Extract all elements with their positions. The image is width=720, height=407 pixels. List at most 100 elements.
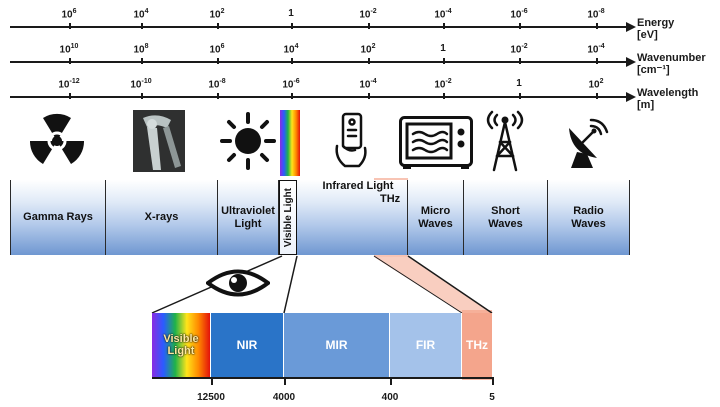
band-label: Ultraviolet xyxy=(221,204,275,217)
wavenumber-tick-mark xyxy=(443,58,445,64)
wavelength-axis-title: Wavelength [m] xyxy=(637,87,698,111)
wavelength-tick-mark xyxy=(596,93,598,99)
breakdown-axis-line xyxy=(152,377,492,379)
band-label: Waves xyxy=(418,217,453,230)
band-label: Infrared Light xyxy=(322,180,394,192)
antenna-tower-icon xyxy=(486,110,524,172)
breakdown-segment-label: THz xyxy=(466,338,488,352)
breakdown-wavenumber-label: 400 xyxy=(381,392,399,403)
wavelength-tick-label: 10-12 xyxy=(58,78,80,91)
breakdown-segment-label: Visible Light xyxy=(163,333,199,357)
wavenumber-tick-label: 1010 xyxy=(59,43,79,56)
energy-axis-title: Energy [eV] xyxy=(637,17,674,41)
breakdown-segment-mir: MIR xyxy=(284,313,390,377)
wavenumber-axis-name: Wavenumber xyxy=(637,52,706,64)
wavenumber-tick-mark xyxy=(596,58,598,64)
wavelength-tick-label: 10-2 xyxy=(434,78,452,91)
energy-tick-label: 102 xyxy=(209,8,225,21)
wavenumber-tick-mark xyxy=(291,58,293,64)
energy-axis-line xyxy=(10,26,628,28)
wavenumber-tick-label: 102 xyxy=(360,43,376,56)
wavenumber-tick-mark xyxy=(519,58,521,64)
wavelength-tick-label: 10-6 xyxy=(282,78,300,91)
wavenumber-tick-label: 1 xyxy=(440,43,446,54)
breakdown-segment-thz: THz xyxy=(462,313,492,377)
satellite-dish-icon xyxy=(569,118,609,168)
wavelength-tick-mark xyxy=(217,93,219,99)
band-label: Waves xyxy=(571,217,606,230)
wavelength-tick-label: 10-8 xyxy=(208,78,226,91)
wavenumber-tick-mark xyxy=(141,58,143,64)
energy-axis-unit: [eV] xyxy=(637,29,658,41)
wavenumber-tick-mark xyxy=(69,58,71,64)
energy-tick-label: 106 xyxy=(61,8,77,21)
wavenumber-axis-arrow xyxy=(626,57,636,67)
wavenumber-tick-label: 106 xyxy=(209,43,225,56)
energy-tick-label: 10-2 xyxy=(359,8,377,21)
energy-tick-label: 10-6 xyxy=(510,8,528,21)
band-label: Radio xyxy=(573,204,604,217)
band-gamma-rays: Gamma Rays xyxy=(10,180,106,255)
wavelength-axis-name: Wavelength xyxy=(637,87,699,99)
wavelength-axis-unit: [m] xyxy=(637,99,655,111)
wavelength-tick-mark xyxy=(368,93,370,99)
wavelength-tick-mark xyxy=(141,93,143,99)
band-label: Waves xyxy=(488,217,523,230)
energy-tick-mark xyxy=(519,23,521,29)
breakdown-segment-nir: NIR xyxy=(211,313,284,377)
thz-label: THz xyxy=(380,193,401,205)
breakdown-segment-fir: FIR xyxy=(390,313,462,377)
energy-tick-label: 104 xyxy=(133,8,149,21)
wavelength-tick-label: 1 xyxy=(516,78,522,89)
wavenumber-tick-label: 10-4 xyxy=(587,43,605,56)
wavelength-tick-label: 102 xyxy=(588,78,604,91)
band-visible-light: Visible Light xyxy=(279,180,297,255)
energy-tick-mark xyxy=(69,23,71,29)
band-label: Gamma Rays xyxy=(23,211,93,223)
wavelength-tick-mark xyxy=(291,93,293,99)
energy-tick-mark xyxy=(596,23,598,29)
band-label: Light xyxy=(234,217,262,230)
energy-tick-mark xyxy=(217,23,219,29)
breakdown-segment-label: FIR xyxy=(415,338,436,352)
energy-tick-label: 10-4 xyxy=(434,8,452,21)
breakdown-tick-mark xyxy=(492,377,494,385)
breakdown-segment-visible-light: Visible Light xyxy=(152,313,211,377)
energy-tick-mark xyxy=(141,23,143,29)
energy-tick-mark xyxy=(443,23,445,29)
wavelength-axis-line xyxy=(10,96,628,98)
wavelength-tick-label: 10-4 xyxy=(359,78,377,91)
energy-tick-mark xyxy=(291,23,293,29)
wavenumber-tick-label: 108 xyxy=(133,43,149,56)
wavelength-axis-arrow xyxy=(626,92,636,102)
breakdown-wavenumber-label: 5 xyxy=(489,392,495,403)
band-infrared-light: Infrared Light xyxy=(297,180,408,255)
breakdown-tick-mark xyxy=(390,377,392,385)
microwave-oven-icon xyxy=(399,116,473,169)
wavenumber-tick-label: 10-2 xyxy=(510,43,528,56)
wavelength-tick-mark xyxy=(519,93,521,99)
wavenumber-tick-label: 104 xyxy=(283,43,299,56)
wavenumber-axis-line xyxy=(10,61,628,63)
breakdown-tick-mark xyxy=(284,377,286,385)
wavenumber-axis-unit: [cm⁻¹] xyxy=(637,64,670,76)
wavenumber-tick-mark xyxy=(217,58,219,64)
wavenumber-tick-mark xyxy=(368,58,370,64)
energy-axis-name: Energy xyxy=(637,17,675,29)
energy-tick-label: 1 xyxy=(288,8,294,19)
breakdown-segment-label: NIR xyxy=(236,338,258,352)
breakdown-tick-mark xyxy=(211,377,213,385)
band-x-rays: X-rays xyxy=(106,180,218,255)
energy-tick-mark xyxy=(368,23,370,29)
wavelength-tick-label: 10-10 xyxy=(130,78,152,91)
breakdown-wavenumber-label: 12500 xyxy=(197,392,225,403)
wavenumber-axis-title: Wavenumber [cm⁻¹] xyxy=(637,52,706,76)
band-label: Micro xyxy=(420,204,451,217)
spectrum-strip-icon xyxy=(280,110,300,176)
energy-tick-label: 10-8 xyxy=(587,8,605,21)
